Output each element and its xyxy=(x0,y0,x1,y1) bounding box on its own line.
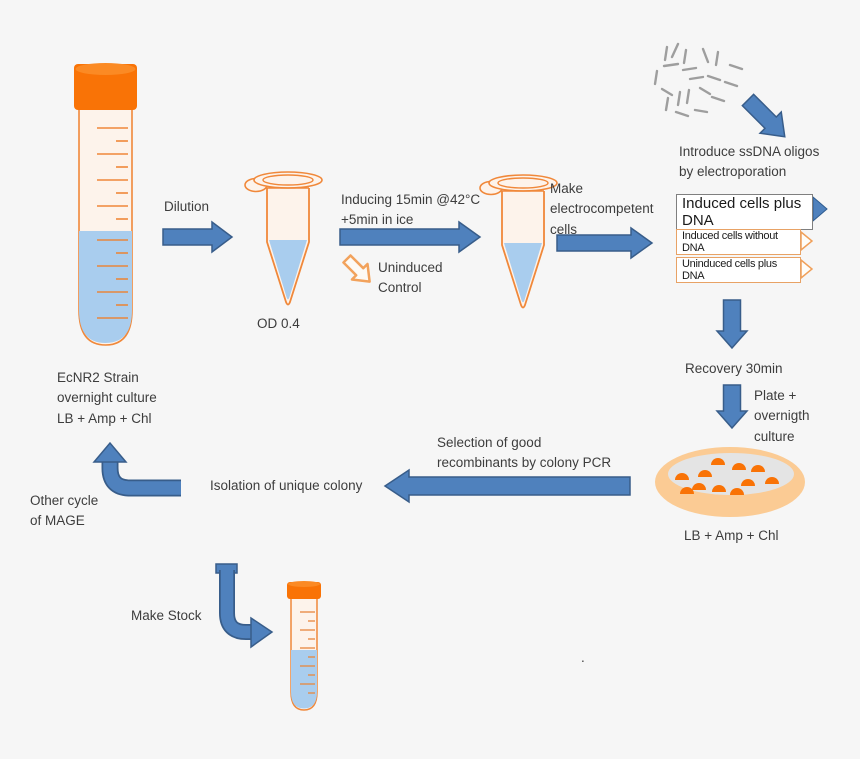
make-electrocompetent-label: Make electrocompetent cells xyxy=(550,181,654,237)
plating-arrow-icon xyxy=(715,384,749,430)
banner-induced-plus-dna: Induced cells plus DNA xyxy=(676,194,828,230)
colony-pcr-arrow-icon xyxy=(383,468,631,504)
banner-induced-without-dna: Induced cells without DNA xyxy=(676,229,813,255)
ssdna-oligos-icon xyxy=(653,42,744,118)
stock-tube-icon xyxy=(287,581,321,711)
banner-text: Induced cells plus DNA xyxy=(676,194,813,230)
other-cycle-label: Other cycle of MAGE xyxy=(30,493,99,529)
make-stock-label: Make Stock xyxy=(131,608,202,623)
oligo-entry-arrow-icon xyxy=(741,93,786,138)
petri-dish-icon xyxy=(655,447,805,517)
banner-text: Induced cells without DNA xyxy=(676,229,801,255)
eppendorf-tube-od04-icon xyxy=(244,171,323,306)
heat-shock-arrow-icon xyxy=(339,220,482,254)
banner-uninduced-plus-dna: Uninduced cells plus DNA xyxy=(676,257,813,283)
mage-cycle-arrow-icon xyxy=(92,441,181,497)
banner-arrowhead-icon xyxy=(813,196,828,222)
uninduced-control-label: Uninduced Control xyxy=(378,260,443,296)
dilution-arrow-icon xyxy=(162,220,234,254)
plate-overnight-label: Plate + overnigth culture xyxy=(754,388,810,444)
introduce-oligos-label: Introduce ssDNA oligos by electroporatio… xyxy=(679,144,820,180)
strain-label: EcNR2 Strain overnight culture LB + Amp … xyxy=(57,370,157,426)
banner-arrowhead-icon xyxy=(801,231,813,251)
uninduced-branch-arrow-icon xyxy=(342,254,371,283)
colonies-icon xyxy=(675,458,779,495)
isolation-label: Isolation of unique colony xyxy=(210,478,363,493)
selection-pcr-label: Selection of good recombinants by colony… xyxy=(437,435,612,471)
banner-text: Uninduced cells plus DNA xyxy=(676,257,801,283)
electroporation-arrow-icon xyxy=(556,226,654,260)
recovery-label: Recovery 30min xyxy=(685,361,783,376)
od-label: OD 0.4 xyxy=(257,316,300,331)
recovery-arrow-icon xyxy=(715,299,749,350)
stray-period: . xyxy=(581,650,585,665)
banner-arrowhead-icon xyxy=(801,259,813,279)
plate-media-label: LB + Amp + Chl xyxy=(684,528,779,543)
falcon-tube-icon xyxy=(74,63,137,346)
dilution-label: Dilution xyxy=(164,199,210,214)
make-stock-arrow-icon xyxy=(215,563,274,649)
inducing-label: Inducing 15min @42°C +5min in ice xyxy=(341,192,481,228)
